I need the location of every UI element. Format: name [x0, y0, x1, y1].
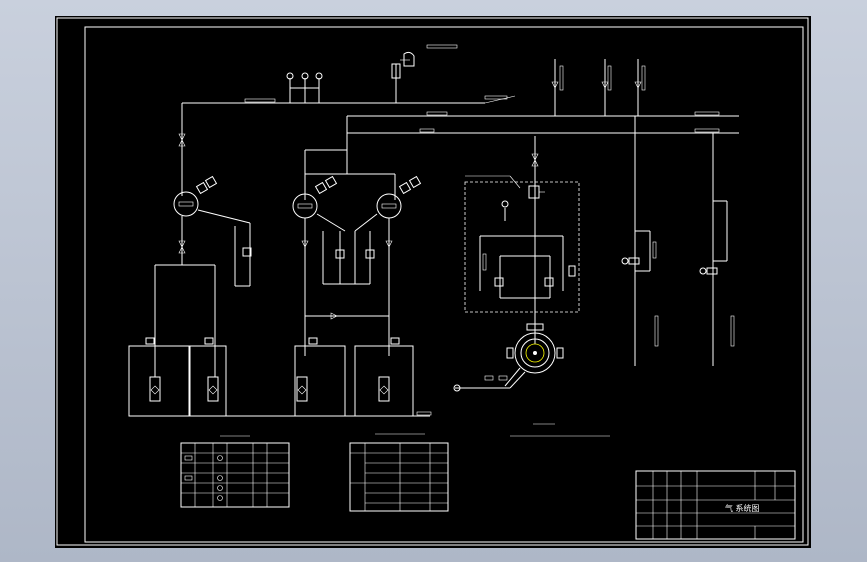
outer-frame	[56, 17, 809, 546]
pump-station	[464, 136, 580, 344]
notes	[510, 423, 610, 437]
title-block: 气 系统图	[635, 470, 796, 540]
parameter-table	[349, 433, 449, 512]
drawing-title: 气 系统图	[725, 503, 760, 513]
regulator-left	[154, 103, 252, 346]
top-instruments	[286, 44, 458, 103]
system-diagram-drawing: 气 系统图	[56, 17, 809, 546]
main-header-pipes	[182, 95, 739, 200]
regulator-middle	[292, 175, 422, 356]
right-risers	[551, 59, 735, 366]
cad-viewport[interactable]: 气 系统图	[55, 16, 811, 548]
compressor-unit	[453, 323, 564, 392]
cylinder-bank-middle	[275, 337, 432, 417]
legend-table	[180, 435, 290, 508]
inner-frame	[84, 26, 804, 543]
cylinder-bank-left	[128, 337, 275, 417]
